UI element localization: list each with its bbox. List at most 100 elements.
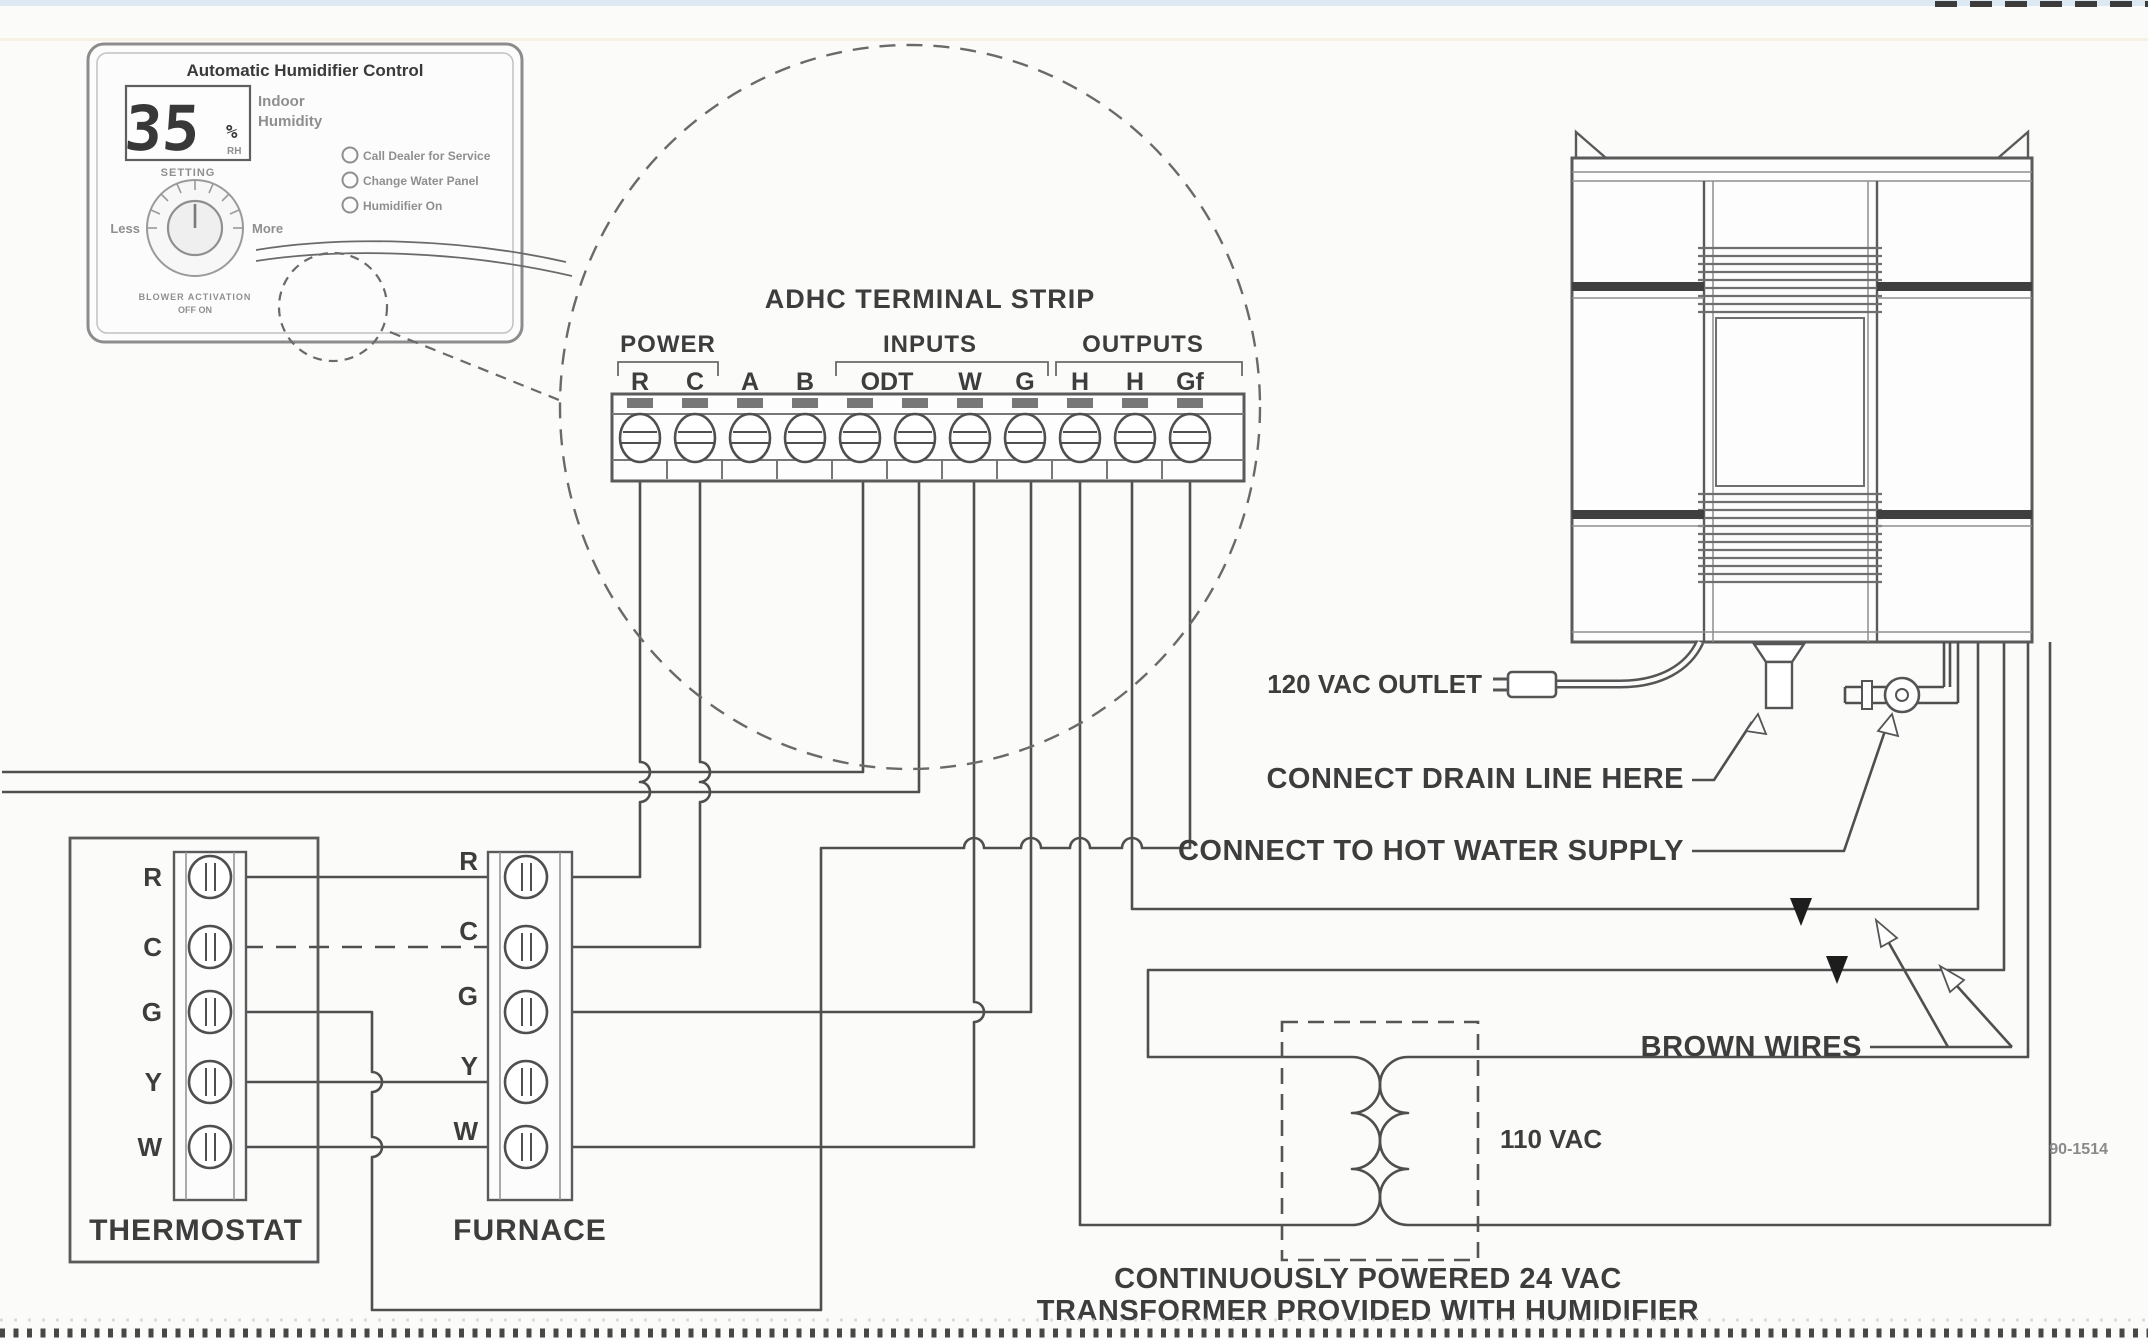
seam-band: [1877, 510, 2032, 519]
seam-band: [1572, 282, 1704, 291]
water-panel-window: [1715, 317, 1865, 487]
terminal-r: R: [631, 368, 649, 396]
humidifier-cabinet: [1570, 156, 2034, 644]
wire-strip-g-furnace-g: [528, 482, 1033, 1014]
transformer-caption-1: CONTINUOUSLY POWERED 24 VAC: [1114, 1263, 1622, 1295]
dial-ticks: [147, 181, 243, 229]
wire-transformer-brown-b: [1146, 642, 2006, 1059]
transformer-coil-primary: [1378, 1055, 1410, 1227]
drain-fitting: [1751, 642, 1807, 710]
led-icon: [341, 171, 359, 189]
dial-less-label: Less: [110, 221, 140, 236]
indicator-humidifier-on: Humidifier On: [363, 199, 442, 213]
power-cord-inner: [1556, 641, 1702, 686]
group-power-label: POWER: [620, 331, 716, 358]
thermostat-label: THERMOSTAT: [89, 1214, 303, 1247]
indicator-water-panel: Change Water Panel: [363, 174, 479, 188]
wire-odt-1: [2, 482, 865, 774]
indoor-label-1: Indoor: [258, 93, 305, 110]
wire-thermostat-g-to-gf: [210, 482, 1192, 1312]
saddle-valve: [1843, 642, 1960, 714]
terminal-h1: H: [1071, 368, 1089, 396]
power-cord-outer: [1556, 639, 1705, 689]
thermostat-box: [68, 836, 320, 1264]
indoor-label-2: Humidity: [258, 113, 323, 130]
thermostat-terminal-w: W: [137, 1132, 162, 1162]
wire-h2-brown-a: [1130, 482, 1980, 911]
blower-states: OFF ON: [178, 305, 212, 315]
control-housing-inner: [96, 52, 514, 334]
annotations-right: 120 VAC OUTLET CONNECT DRAIN LINE HERE C…: [1037, 669, 2108, 1327]
terminal-a: A: [741, 368, 759, 396]
wire-strip-c-furnace-c: [528, 482, 712, 949]
wire-110vac-bottom: [1408, 642, 2052, 1227]
drain-arrow-icon: [1744, 712, 1768, 736]
brown-wires-label: BROWN WIRES: [1641, 1031, 1862, 1063]
thermostat-block: R C G Y W THERMOSTAT: [68, 836, 320, 1264]
furnace-terminal-c: C: [459, 916, 478, 946]
transformer: [1280, 1020, 1480, 1262]
control-cable-2: [255, 252, 573, 277]
terminal-c: C: [686, 368, 704, 396]
humidifier-control: Automatic Humidifier Control 35 % RH Ind…: [86, 42, 573, 404]
furnace-terminal-w: W: [453, 1116, 478, 1146]
brown-wires-pointer-2: [1956, 985, 2013, 1048]
group-outputs-label: OUTPUTS: [1082, 331, 1204, 358]
power-plug-icon: [1493, 670, 1558, 699]
humidity-sub: RH: [227, 146, 241, 157]
hot-water-label: CONNECT TO HOT WATER SUPPLY: [1178, 835, 1684, 867]
thermostat-terminal-r: R: [143, 862, 162, 892]
furnace-terminal-g: G: [458, 981, 478, 1011]
thermostat-screws: [187, 854, 233, 1170]
drain-leader-line: [1692, 721, 1754, 782]
humidity-unit: %: [226, 121, 238, 143]
blower-label: BLOWER ACTIVATION: [139, 292, 252, 302]
control-cable-1: [255, 240, 567, 263]
callout-circle: [277, 251, 389, 363]
wire-h1-transformer: [1078, 482, 1352, 1227]
scan-fold-line: [0, 38, 2148, 41]
led-icon: [341, 196, 359, 214]
wire-110vac-top: [1408, 642, 2030, 1059]
wire-odt-2: [2, 482, 921, 794]
brown-wires-arrow-icon: [1874, 917, 1899, 949]
terminal-w: W: [958, 368, 982, 396]
transformer-dashed-box: [1280, 1020, 1480, 1262]
drain-label: CONNECT DRAIN LINE HERE: [1266, 763, 1684, 795]
outputs-bracket: [1055, 361, 1243, 376]
mount-tab-right: [1997, 129, 2030, 159]
wire-w-circuit: [210, 482, 986, 1149]
terminal-odt: ODT: [861, 368, 914, 396]
callout-connector: [389, 330, 565, 404]
seam-band: [1877, 282, 2032, 291]
adhc-terminal-strip: ADHC TERMINAL STRIP POWER INPUTS OUTPUTS…: [558, 43, 1262, 771]
terminal-b: B: [796, 368, 814, 396]
transformer-caption-2: TRANSFORMER PROVIDED WITH HUMIDIFIER: [1037, 1295, 1699, 1327]
thermostat-terminal-g: G: [142, 997, 162, 1027]
terminal-h2: H: [1126, 368, 1144, 396]
furnace-label: FURNACE: [453, 1214, 607, 1247]
transformer-coil-secondary: [1350, 1055, 1382, 1227]
indicator-service: Call Dealer for Service: [363, 149, 491, 163]
setting-label: SETTING: [161, 167, 216, 179]
wire-strip-r-furnace-r: [528, 482, 652, 879]
terminal-g: G: [1015, 368, 1034, 396]
hot-water-arrow-icon: [1876, 712, 1900, 738]
magnifier-circle: [558, 43, 1262, 771]
furnace-terminal-y: Y: [461, 1051, 478, 1081]
humidifier-unit: [1493, 129, 2034, 714]
terminal-gf: Gf: [1176, 368, 1204, 396]
brown-wires-pointer-1: [1887, 942, 1950, 1048]
power-bracket: [617, 361, 719, 376]
furnace-terminal-r: R: [459, 846, 478, 876]
brown-wires-arrow-icon: [1938, 963, 1966, 994]
strip-title: ADHC TERMINAL STRIP: [765, 284, 1096, 314]
brown-wire-down-arrow-icon: [1790, 898, 1812, 926]
voltage-label: 110 VAC: [1500, 1124, 1602, 1154]
scan-edge-tint: [0, 0, 2148, 6]
brown-wire-down-arrow-icon: [1826, 956, 1848, 984]
hot-water-leader-line: [1692, 721, 1890, 853]
louver-ribs-bottom: [1698, 492, 1882, 584]
